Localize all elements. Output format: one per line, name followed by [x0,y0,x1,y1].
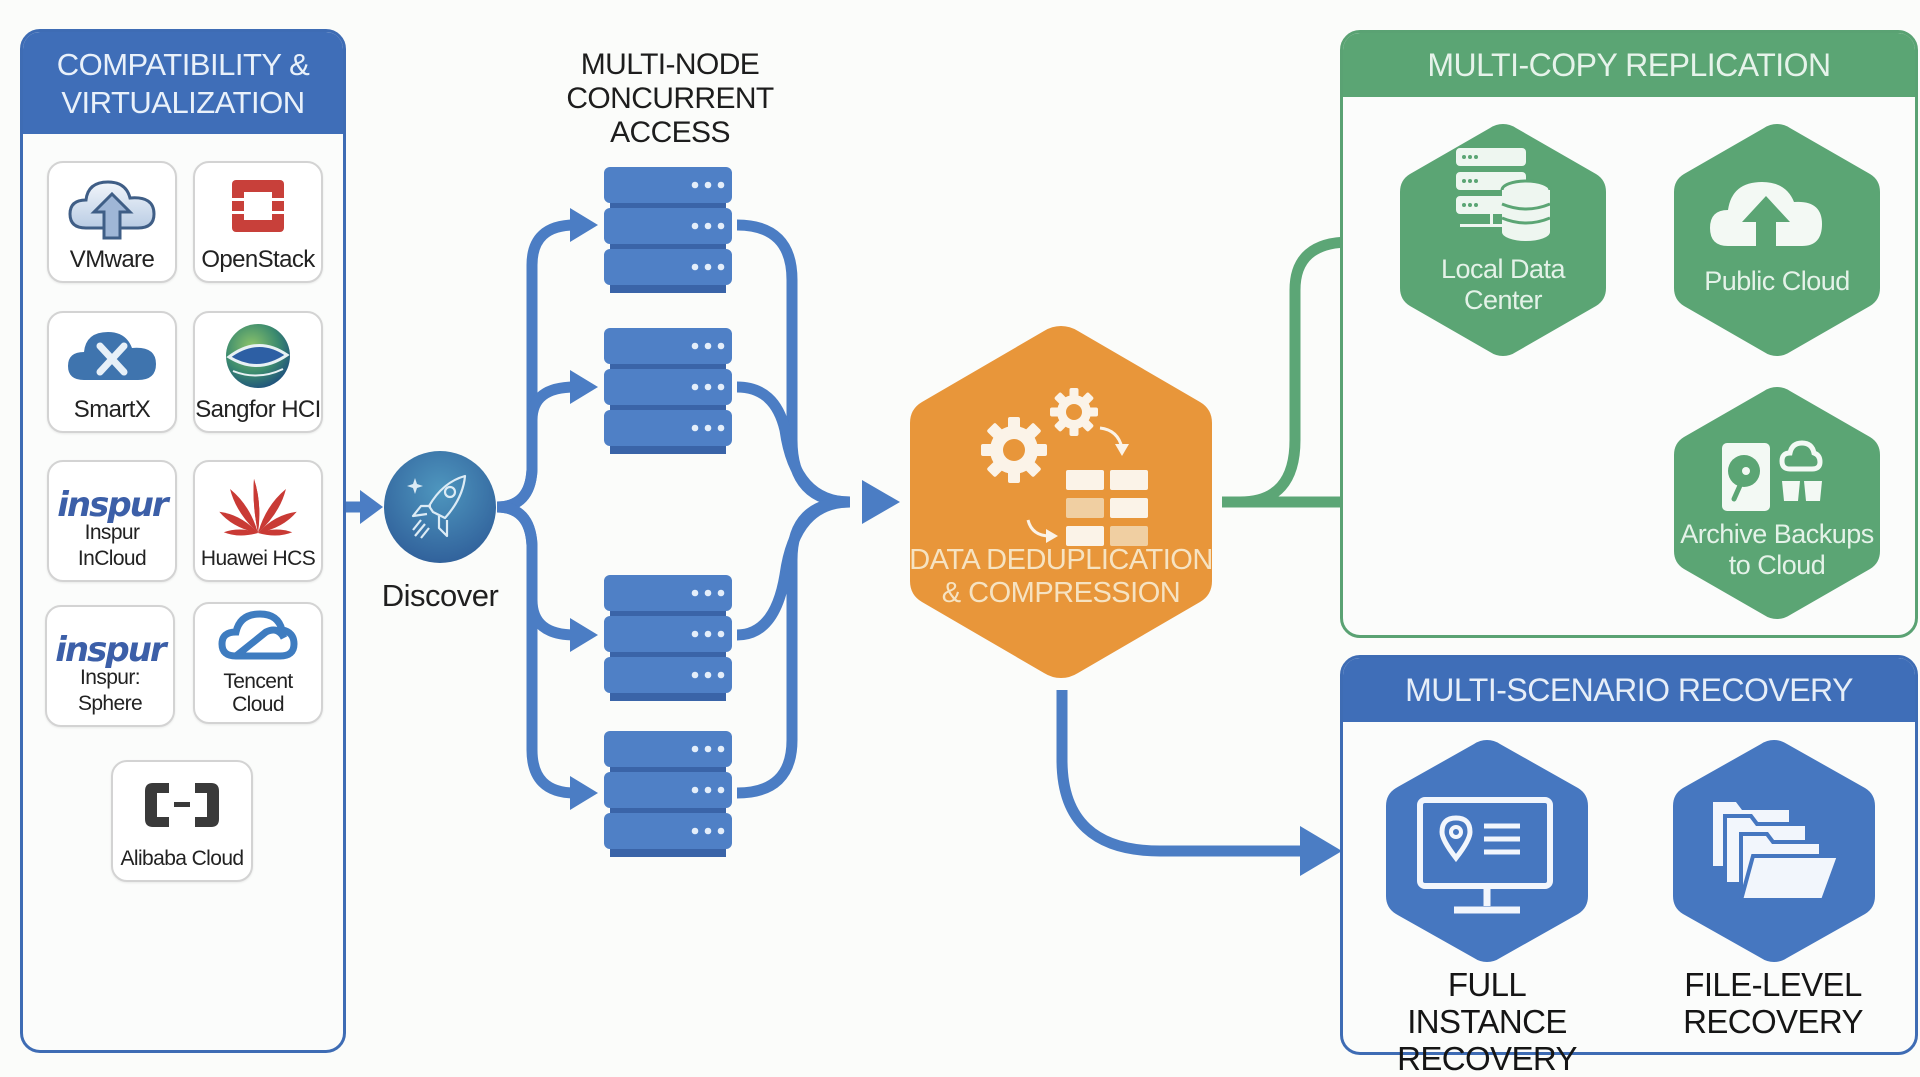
arrowhead-recovery [1300,826,1342,876]
replication-target-public-cloud[interactable]: Public Cloud [1672,122,1882,358]
platform-label: Sangfor HCI [195,396,321,423]
green-hexagon [1674,124,1880,356]
public-cloud-label: Public Cloud [1704,266,1850,296]
compatibility-title-line1: COMPATIBILITY & [56,47,310,82]
discover-node[interactable] [383,450,497,564]
local-dc-label-line2: Center [1463,285,1543,315]
arrowhead-server-2 [570,370,598,404]
multi-node-title-line1: MULTI-NODE [580,48,760,81]
platform-tile-alibaba[interactable]: Alibaba Cloud [111,760,253,882]
server-stack-1[interactable] [604,167,732,298]
file-level-label: FILE-LEVEL RECOVERY [1660,966,1886,1040]
platform-tile-huawei[interactable]: Huawei HCS [193,460,323,582]
file-level-label-line2: RECOVERY [1683,1003,1863,1040]
platform-label-line2: Cloud [232,693,284,716]
server-stack-4[interactable] [604,731,732,862]
dedup-compression-node[interactable]: DATA DEDUPLICATION & COMPRESSION [904,320,1218,684]
multi-node-title-line2: CONCURRENT ACCESS [566,82,774,149]
green-hexagon [1400,124,1606,356]
file-level-label-line1: FILE-LEVEL [1684,966,1862,1003]
full-instance-label-line2: RECOVERY [1397,1040,1577,1077]
platform-tile-smartx[interactable]: SmartX [47,311,177,433]
local-dc-label-line1: Local Data [1440,254,1566,284]
local-dc-label: Local Data Center [1398,254,1608,316]
platform-tile-inspur-incloud[interactable]: inspur Inspur InCloud [47,460,177,582]
arrowhead-server-1 [570,208,598,242]
monitor-location-icon [1417,797,1553,914]
platform-tile-tencent[interactable]: Tencent Cloud [193,602,323,724]
inspur-logo-icon: inspur [49,470,175,540]
tencent-cloud-icon [195,606,321,668]
platform-label: Alibaba Cloud [120,847,245,870]
platform-label: OpenStack [201,246,315,273]
cloud-upload-icon [1710,182,1822,248]
recovery-mode-file-level[interactable] [1671,738,1877,964]
arrow-server-2-to-merge [736,381,851,508]
server-stack-2[interactable] [604,328,732,459]
server-stack-3[interactable] [604,575,732,706]
blue-hexagon [1673,740,1875,962]
huawei-logo-icon [195,470,321,540]
arrowhead-panel-discover [360,490,383,524]
archive-label-line2: to Cloud [1728,550,1826,580]
hdd-cloud-archive-icon [1722,440,1823,511]
recovery-mode-full-instance[interactable] [1384,738,1590,964]
compatibility-title-line2: VIRTUALIZATION [61,85,305,120]
sangfor-globe-icon [195,321,321,391]
dedup-label-line1: DATA DEDUPLICATION [909,544,1213,576]
dedup-label-line2: & COMPRESSION [941,577,1181,609]
rocket-icon [384,451,496,563]
platform-tile-vmware[interactable]: VMware [47,161,177,283]
replication-target-archive[interactable]: Archive Backups to Cloud [1672,385,1882,621]
server-icon [604,328,732,454]
full-instance-label-line1: FULL INSTANCE [1407,966,1567,1040]
platform-label: Inspur: Sphere [77,666,143,715]
arrowhead-server-3 [570,618,598,652]
platform-tile-inspur-sphere[interactable]: inspur Inspur: Sphere [45,605,175,727]
arrowhead-merge-dedup [862,480,900,524]
platform-label: VMware [69,246,155,273]
arrow-server-4-to-merge [736,496,851,799]
cloud-upload-icon [49,171,175,241]
arrow-dedup-to-recovery [1056,690,1310,857]
arrow-discover-to-server-4 [496,501,576,799]
green-hexagon [1674,387,1880,619]
openstack-logo-icon [195,171,321,241]
alibaba-cloud-icon [113,770,251,840]
replication-target-local-dc[interactable]: Local Data Center [1398,122,1608,358]
server-database-icon [1456,148,1552,241]
full-instance-label: FULL INSTANCE RECOVERY [1370,966,1604,1077]
multi-node-heading: MULTI-NODE CONCURRENT ACCESS [520,48,820,150]
platform-label-line1: Tencent [223,670,293,693]
platform-tile-openstack[interactable]: OpenStack [193,161,323,283]
arrow-discover-to-server-2 [496,381,576,513]
server-icon [604,731,732,857]
inspur-logo-icon: inspur [47,615,173,685]
blue-hexagon [1386,740,1588,962]
dedup-hexagon [910,326,1212,678]
platform-tile-sangfor[interactable]: Sangfor HCI [193,311,323,433]
platform-label: Tencent Cloud [195,670,321,716]
platform-label: SmartX [73,396,151,423]
archive-label-line1: Archive Backups [1680,519,1874,549]
replication-panel-title: MULTI-COPY REPLICATION [1343,33,1915,97]
dedup-label: DATA DEDUPLICATION & COMPRESSION [904,544,1218,610]
archive-label: Archive Backups to Cloud [1672,519,1882,581]
gears-data-blocks-icon [981,388,1148,546]
compatibility-panel: COMPATIBILITY & VIRTUALIZATION VMware O [20,29,346,1053]
inspur-logo-text: inspur [57,485,168,525]
platform-label: Inspur InCloud [77,521,147,570]
compatibility-panel-header: COMPATIBILITY & VIRTUALIZATION [23,32,343,134]
server-icon [604,167,732,293]
arrow-dedup-to-local-dc [1239,236,1370,508]
smartx-cloud-icon [49,321,175,391]
discover-label: Discover [381,578,499,613]
recovery-panel-title: MULTI-SCENARIO RECOVERY [1343,658,1915,722]
arrowhead-server-4 [570,776,598,810]
platform-label: Huawei HCS [200,547,316,570]
inspur-logo-text: inspur [55,630,166,670]
server-icon [604,575,732,701]
folders-icon [1709,798,1842,902]
